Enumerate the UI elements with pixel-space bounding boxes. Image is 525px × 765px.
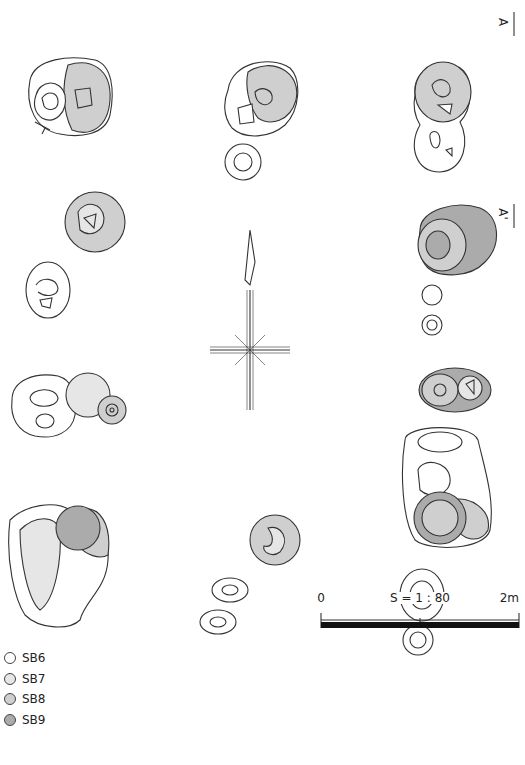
legend-swatch bbox=[4, 714, 16, 726]
legend-item: SB9 bbox=[4, 713, 45, 727]
legend-item: SB8 bbox=[4, 692, 45, 706]
legend-swatch bbox=[4, 652, 16, 664]
scale-label: 0 bbox=[317, 592, 325, 604]
north-arrow bbox=[210, 230, 290, 410]
legend-swatch bbox=[4, 673, 16, 685]
legend-item: SB7 bbox=[4, 672, 45, 686]
scale-label: 2m bbox=[500, 592, 519, 604]
scale-label: S = 1 : 80 bbox=[390, 592, 450, 604]
section-label: A bbox=[497, 18, 509, 26]
section-label: A' bbox=[497, 208, 509, 220]
section-mark bbox=[513, 12, 514, 228]
pit-group bbox=[200, 62, 300, 634]
legend-swatch bbox=[4, 693, 16, 705]
legend-text: SB6 bbox=[22, 651, 45, 665]
scale-bar bbox=[321, 613, 519, 628]
legend-text: SB8 bbox=[22, 692, 45, 706]
pit-group bbox=[400, 62, 496, 655]
pit-group bbox=[9, 58, 126, 627]
legend-item: SB6 bbox=[4, 651, 45, 665]
legend-text: SB7 bbox=[22, 672, 45, 686]
legend-text: SB9 bbox=[22, 713, 45, 727]
